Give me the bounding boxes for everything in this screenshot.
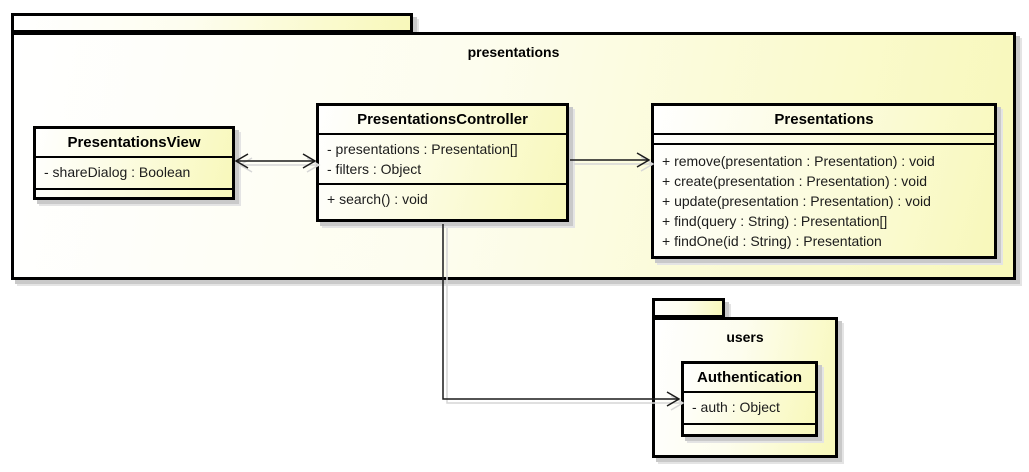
attribute: - auth : Object — [692, 399, 780, 415]
class-presentations-attributes-empty — [654, 133, 994, 143]
class-presentations-methods: + remove(presentation : Presentation) : … — [654, 143, 994, 256]
class-presentations-controller: PresentationsController - presentations … — [316, 103, 569, 222]
attribute: - shareDialog : Boolean — [44, 164, 191, 180]
class-presentations: Presentations + remove(presentation : Pr… — [651, 103, 997, 259]
attribute: - filters : Object — [327, 161, 422, 177]
class-presentations-controller-attributes: - presentations : Presentation[] - filte… — [319, 133, 566, 183]
attribute: - presentations : Presentation[] — [327, 141, 518, 157]
method: + find(query : String) : Presentation[] — [662, 213, 888, 229]
package-presentations-tab — [11, 13, 413, 33]
class-presentations-view: PresentationsView - shareDialog : Boolea… — [33, 126, 235, 200]
class-presentations-controller-methods: + search() : void — [319, 183, 566, 219]
method: + remove(presentation : Presentation) : … — [662, 153, 935, 169]
method: + create(presentation : Presentation) : … — [662, 173, 927, 189]
class-presentations-name: Presentations — [774, 111, 874, 128]
class-presentations-controller-name: PresentationsController — [357, 111, 528, 128]
method: + findOne(id : String) : Presentation — [662, 233, 882, 249]
method: + update(presentation : Presentation) : … — [662, 193, 931, 209]
class-authentication-methods-empty — [684, 423, 815, 434]
class-authentication: Authentication - auth : Object — [681, 361, 818, 437]
class-authentication-attributes: - auth : Object — [684, 391, 815, 423]
class-authentication-name: Authentication — [697, 369, 802, 386]
package-presentations-title: presentations — [467, 44, 560, 60]
method: + search() : void — [327, 191, 428, 207]
class-presentations-view-methods-empty — [36, 188, 232, 197]
class-presentations-view-name: PresentationsView — [67, 134, 201, 151]
class-presentations-view-attributes: - shareDialog : Boolean — [36, 156, 232, 188]
package-users-title: users — [726, 329, 764, 345]
package-users-tab — [652, 298, 725, 318]
